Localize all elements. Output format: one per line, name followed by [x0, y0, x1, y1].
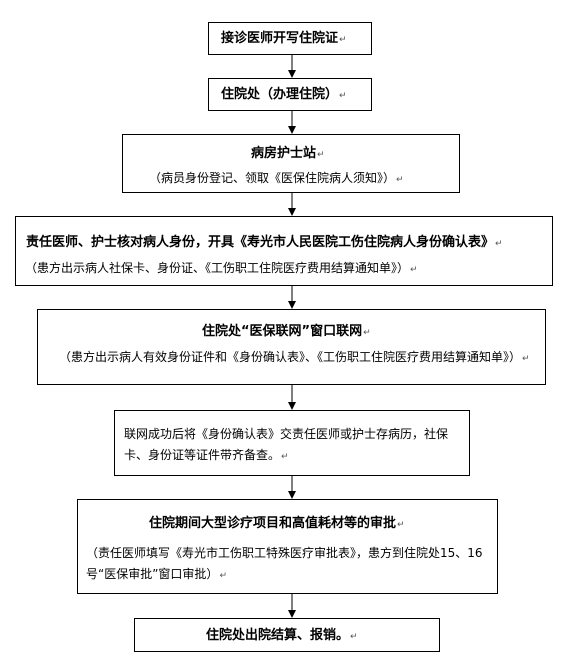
step-6-note: 联网成功后将《身份确认表》交责任医师或护士存病历，社保卡、身份证等证件带齐备查。 [124, 427, 449, 462]
return-mark: ↵ [219, 571, 227, 581]
step-5-box: 住院处“医保联网”窗口联网↵ （患方出示病人有效身份证件和《身份确认表》、《工伤… [37, 309, 546, 385]
step-8-box: 住院处出院结算、报销。↵ [134, 618, 440, 652]
return-mark: ↵ [339, 91, 347, 101]
return-mark: ↵ [396, 175, 404, 185]
return-mark: ↵ [317, 150, 325, 160]
step-7-title: 住院期间大型诊疗项目和高值耗材等的审批 [149, 516, 397, 531]
step-2-title: 住院处（办理住院） [221, 87, 339, 102]
step-3-note: （病员身份登记、领取《医保住院病人须知》） [149, 171, 396, 185]
return-mark: ↵ [363, 328, 371, 338]
return-mark: ↵ [410, 265, 418, 275]
step-3-box: 病房护士站↵ （病员身份登记、领取《医保住院病人须知》）↵ [122, 134, 460, 193]
return-mark: ↵ [350, 632, 358, 642]
step-8-title: 住院处出院结算、报销。 [206, 628, 350, 643]
step-1-box: 接诊医师开写住院证↵ [208, 22, 372, 55]
step-4-title: 责任医师、护士核对病人身份，开具《寿光市人民医院工伤住院病人身份确认表》 [26, 235, 495, 250]
step-5-note: （患方出示病人有效身份证件和《身份确认表》、《工伤职工住院医疗费用结算通知单》） [59, 350, 522, 364]
step-5-title: 住院处“医保联网”窗口联网 [202, 324, 363, 339]
step-1-title: 接诊医师开写住院证 [221, 31, 339, 46]
return-mark: ↵ [339, 35, 347, 45]
step-7-box: 住院期间大型诊疗项目和高值耗材等的审批↵ （责任医师填写《寿光市工伤职工特殊医疗… [77, 499, 498, 594]
step-6-box: 联网成功后将《身份确认表》交责任医师或护士存病历，社保卡、身份证等证件带齐备查。… [114, 410, 470, 476]
return-mark: ↵ [397, 520, 405, 530]
step-7-note: （责任医师填写《寿光市工伤职工特殊医疗审批表》，患方到住院处15、16号“医保审… [86, 546, 483, 581]
step-4-note: （患方出示病人社保卡、身份证、《工伤职工住院医疗费用结算通知单》） [25, 261, 410, 275]
step-3-title: 病房护士站 [251, 146, 317, 161]
return-mark: ↵ [522, 354, 530, 364]
step-2-box: 住院处（办理住院）↵ [208, 78, 372, 111]
return-mark: ↵ [281, 452, 289, 462]
return-mark: ↵ [495, 239, 503, 249]
step-4-box: 责任医师、护士核对病人身份，开具《寿光市人民医院工伤住院病人身份确认表》↵ （患… [15, 216, 553, 286]
